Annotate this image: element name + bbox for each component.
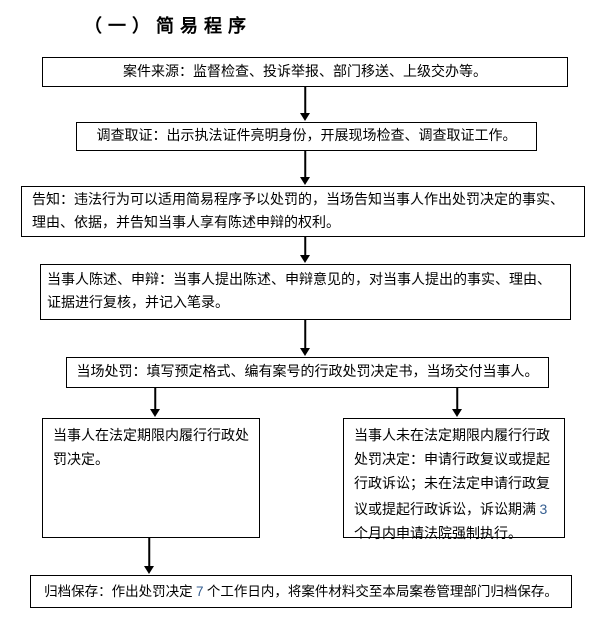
- arrow-shaft: [304, 237, 306, 256]
- comply-box: 当事人在法定期限内履行行政处罚决定。: [42, 418, 260, 538]
- arrow-head-icon: [150, 409, 160, 417]
- statement-defense-box: 当事人陈述、申辩：当事人提出陈述、申辩意见的，对当事人提出的事实、理由、证据进行…: [40, 264, 571, 320]
- arrow-head-icon: [144, 566, 154, 574]
- branch-arrow-right: [452, 388, 462, 417]
- page-title: （一）简易程序: [84, 16, 252, 36]
- noncomply-text-part2: 个月内申请法院强制执行。: [354, 527, 522, 542]
- arrow-head-icon: [300, 177, 310, 185]
- archive-box: 归档保存：作出处罚决定 7 个工作日内，将案件材料交至本局案卷管理部门归档保存。: [30, 575, 572, 608]
- archive-text: 归档保存：作出处罚决定 7 个工作日内，将案件材料交至本局案卷管理部门归档保存。: [44, 580, 558, 603]
- branch-arrow-left: [150, 388, 160, 417]
- arrow-shaft: [148, 538, 150, 567]
- arrow-head-icon: [452, 409, 462, 417]
- down-arrow-4: [300, 320, 310, 356]
- arrow-shaft: [154, 388, 156, 410]
- notification-text: 告知：违法行为可以适用简易程序予以处罚的，当场告知当事人作出处罚决定的事实、理由…: [32, 193, 564, 231]
- down-arrow-1: [300, 87, 310, 121]
- months-number: 3: [539, 501, 548, 517]
- arrow-shaft: [304, 320, 306, 349]
- arrow-head-icon: [300, 348, 310, 356]
- investigation-text: 调查取证：出示执法证件亮明身份，开展现场检查、调查取证工作。: [96, 129, 517, 144]
- noncomply-box: 当事人未在法定期限内履行行政处罚决定：申请行政复议或提起行政诉讼；未在法定申请行…: [343, 418, 565, 542]
- comply-text: 当事人在法定期限内履行行政处罚决定。: [53, 429, 249, 468]
- investigation-box: 调查取证：出示执法证件亮明身份，开展现场检查、调查取证工作。: [76, 122, 537, 151]
- down-arrow-2: [300, 151, 310, 185]
- onsite-penalty-box: 当场处罚：填写预定格式、编有案号的行政处罚决定书，当场交付当事人。: [66, 357, 549, 388]
- noncomply-text-part1: 当事人未在法定期限内履行行政处罚决定：申请行政复议或提起行政诉讼；未在法定申请行…: [354, 429, 550, 518]
- notification-box: 告知：违法行为可以适用简易程序予以处罚的，当场告知当事人作出处罚决定的事实、理由…: [21, 186, 585, 237]
- arrow-head-icon: [300, 113, 310, 121]
- case-source-text: 案件来源：监督检查、投诉举报、部门移送、上级交办等。: [123, 64, 487, 80]
- arrow-head-icon: [300, 255, 310, 263]
- down-arrow-to-archive: [144, 538, 154, 574]
- archive-text-part1: 归档保存：作出处罚决定: [44, 584, 196, 599]
- arrow-shaft: [456, 388, 458, 410]
- arrow-shaft: [304, 87, 306, 114]
- arrow-shaft: [304, 151, 306, 178]
- workdays-number: 7: [195, 584, 204, 599]
- case-source-box: 案件来源：监督检查、投诉举报、部门移送、上级交办等。: [42, 57, 568, 87]
- onsite-penalty-text: 当场处罚：填写预定格式、编有案号的行政处罚决定书，当场交付当事人。: [76, 365, 539, 380]
- archive-text-part2: 个工作日内，将案件材料交至本局案卷管理部门归档保存。: [203, 584, 558, 599]
- statement-defense-text: 当事人陈述、申辩：当事人提出陈述、申辩意见的，对当事人提出的事实、理由、证据进行…: [47, 273, 551, 311]
- down-arrow-3: [300, 237, 310, 263]
